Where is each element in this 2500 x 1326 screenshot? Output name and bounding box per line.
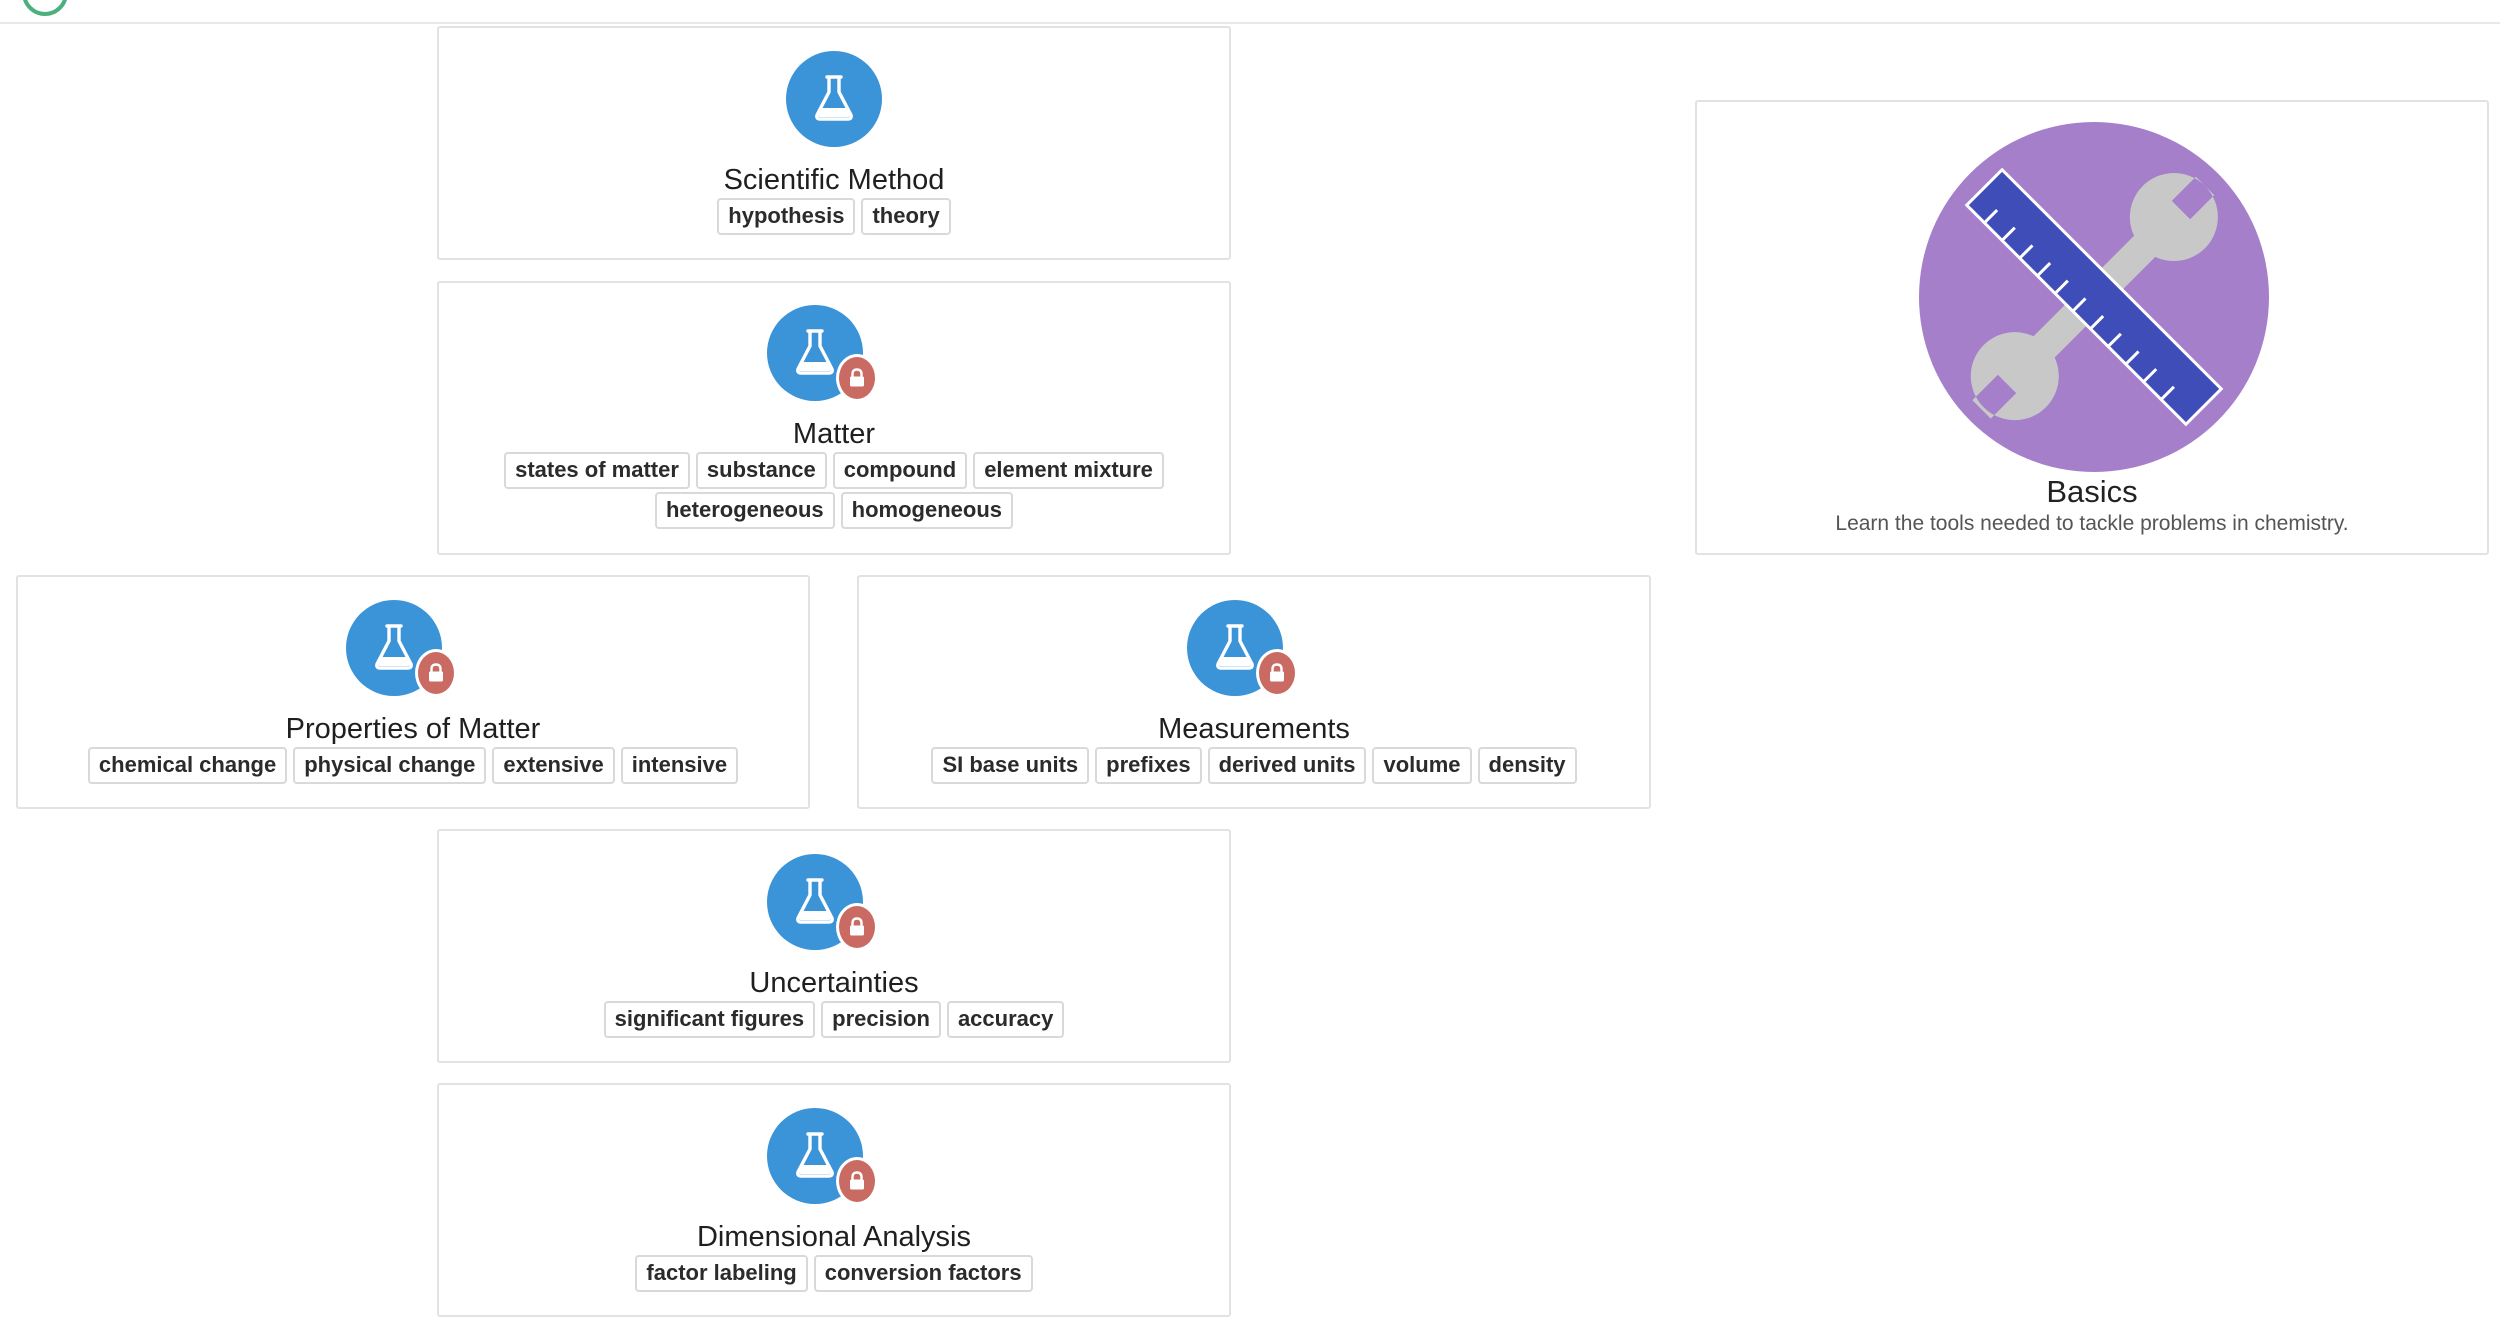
tag[interactable]: SI base units <box>931 747 1090 784</box>
topic-icon <box>1187 600 1298 697</box>
topic-icon <box>767 1108 878 1205</box>
tag[interactable]: significant figures <box>603 1001 816 1038</box>
tag[interactable]: element mixture <box>973 452 1164 489</box>
topic-title: Uncertainties <box>749 967 919 999</box>
tag[interactable]: accuracy <box>946 1001 1065 1038</box>
tag[interactable]: hypothesis <box>717 198 856 235</box>
lock-icon <box>415 649 457 697</box>
topic-title: Matter <box>792 418 876 450</box>
wrench-ruler-icon <box>1919 122 2269 472</box>
topic-title: Dimensional Analysis <box>696 1221 971 1253</box>
topic-title: Measurements <box>1158 713 1350 745</box>
tag[interactable]: chemical change <box>87 747 288 784</box>
tag[interactable]: conversion factors <box>813 1255 1033 1292</box>
lock-icon <box>836 903 878 951</box>
basics-description: Learn the tools needed to tackle problem… <box>1835 512 2349 535</box>
tag[interactable]: intensive <box>620 747 739 784</box>
topic-icon <box>346 600 457 697</box>
lock-icon <box>1256 649 1298 697</box>
tag[interactable]: derived units <box>1207 747 1367 784</box>
tag[interactable]: extensive <box>492 747 615 784</box>
tag[interactable]: physical change <box>293 747 487 784</box>
tag[interactable]: precision <box>821 1001 941 1038</box>
tag[interactable]: density <box>1477 747 1577 784</box>
flask-icon <box>786 51 882 147</box>
topic-icon <box>767 854 878 951</box>
lock-icon <box>836 354 878 402</box>
logo-icon[interactable] <box>22 0 68 16</box>
basics-panel[interactable]: Basics Learn the tools needed to tackle … <box>1695 100 2489 555</box>
tag[interactable]: volume <box>1372 747 1472 784</box>
topic-icon <box>767 305 878 402</box>
flask-icon <box>767 305 863 401</box>
tag[interactable]: homogeneous <box>840 492 1014 529</box>
topic-title: Scientific Method <box>723 164 945 196</box>
topic-icon <box>786 51 882 147</box>
basics-title: Basics <box>2046 474 2138 509</box>
top-bar <box>0 0 2500 24</box>
tag[interactable]: factor labeling <box>635 1255 808 1292</box>
tag[interactable]: prefixes <box>1095 747 1202 784</box>
lock-icon <box>836 1157 878 1205</box>
tag[interactable]: theory <box>861 198 951 235</box>
tag[interactable]: states of matter <box>504 452 690 489</box>
tag[interactable]: heterogeneous <box>654 492 835 529</box>
tag[interactable]: compound <box>832 452 968 489</box>
topic-title: Properties of Matter <box>285 713 541 745</box>
tag[interactable]: substance <box>695 452 827 489</box>
